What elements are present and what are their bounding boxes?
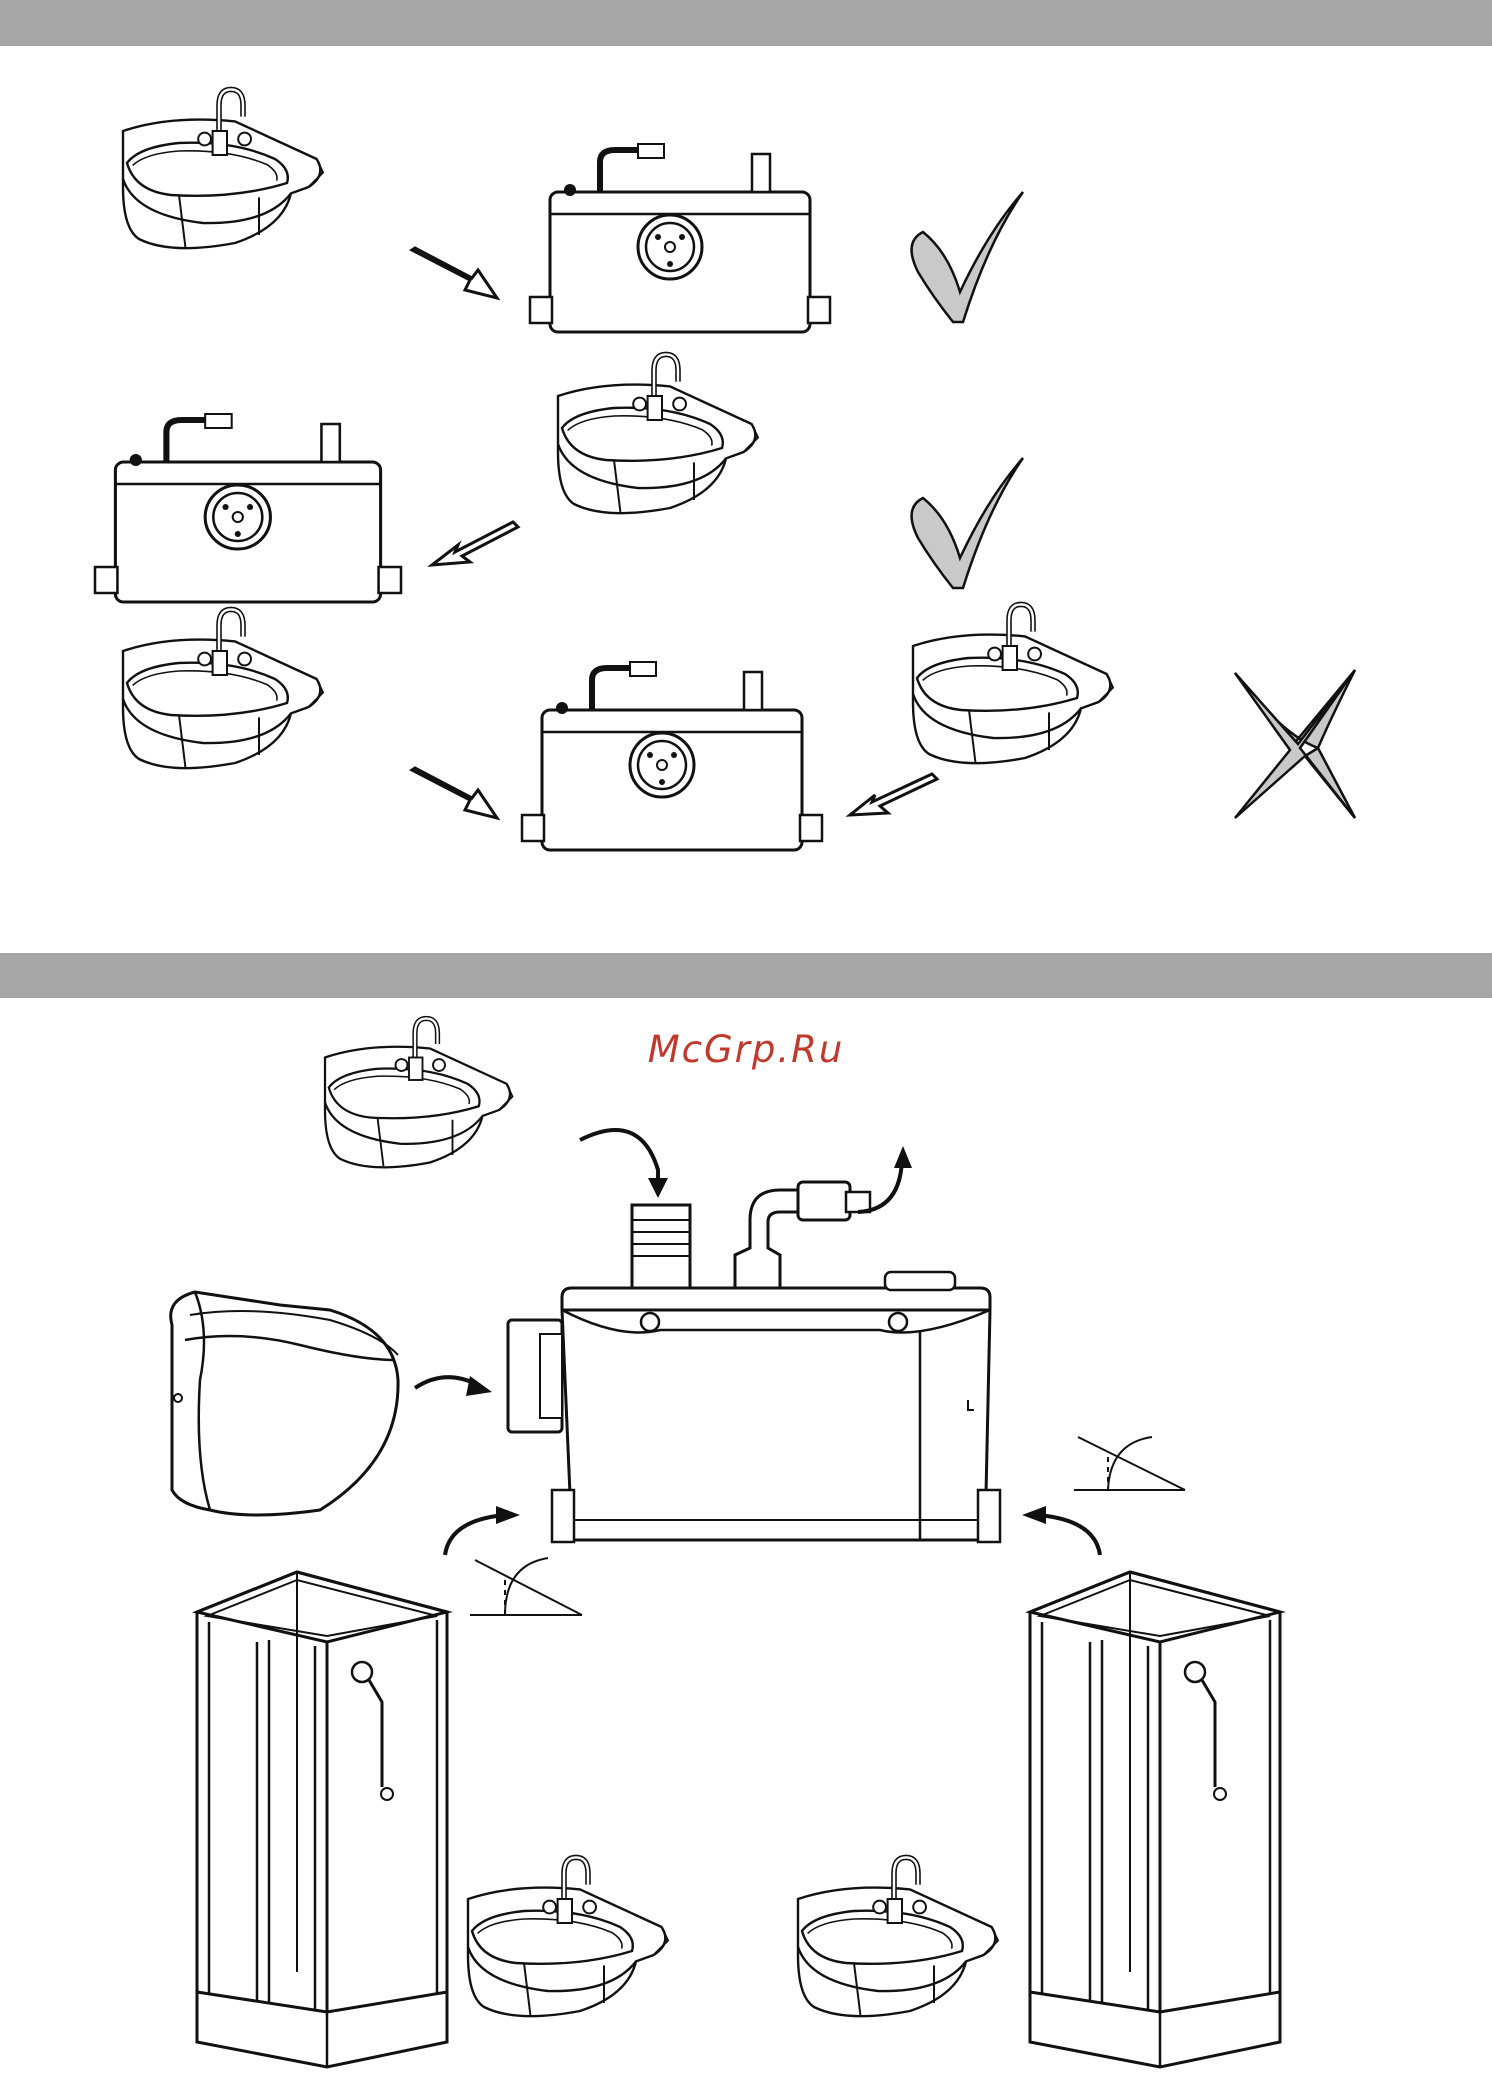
washbasin — [123, 89, 323, 248]
washbasin — [468, 1857, 668, 2016]
cross-mark-icon — [1235, 670, 1355, 818]
sanitary-pump — [508, 1182, 1000, 1542]
sanitary-pump — [530, 144, 830, 332]
flow-arrow — [412, 248, 497, 298]
row-3 — [123, 604, 1355, 850]
flow-arrow — [580, 1130, 668, 1198]
slope-indicator — [1074, 1437, 1185, 1490]
washbasin — [798, 1857, 998, 2016]
flow-arrow — [445, 1506, 520, 1555]
row-2 — [95, 354, 1023, 602]
flow-arrow — [415, 1376, 492, 1396]
shower-cabin — [197, 1572, 447, 2067]
check-mark-icon — [912, 192, 1023, 322]
washbasin — [913, 604, 1113, 763]
check-mark-icon — [912, 458, 1023, 588]
row-1 — [123, 89, 1023, 332]
wall-hung-toilet — [171, 1292, 398, 1515]
slope-indicator — [470, 1558, 582, 1615]
flow-arrow — [432, 522, 518, 565]
sanitary-pump — [95, 414, 401, 602]
watermark: McGrp.Ru — [0, 1028, 1492, 1071]
flow-arrow — [412, 768, 497, 818]
flow-arrow — [1022, 1506, 1100, 1555]
flow-arrow — [850, 774, 937, 815]
washbasin — [123, 609, 323, 768]
sanitary-pump — [522, 662, 822, 850]
shower-cabin — [1030, 1572, 1280, 2067]
washbasin — [558, 354, 758, 513]
